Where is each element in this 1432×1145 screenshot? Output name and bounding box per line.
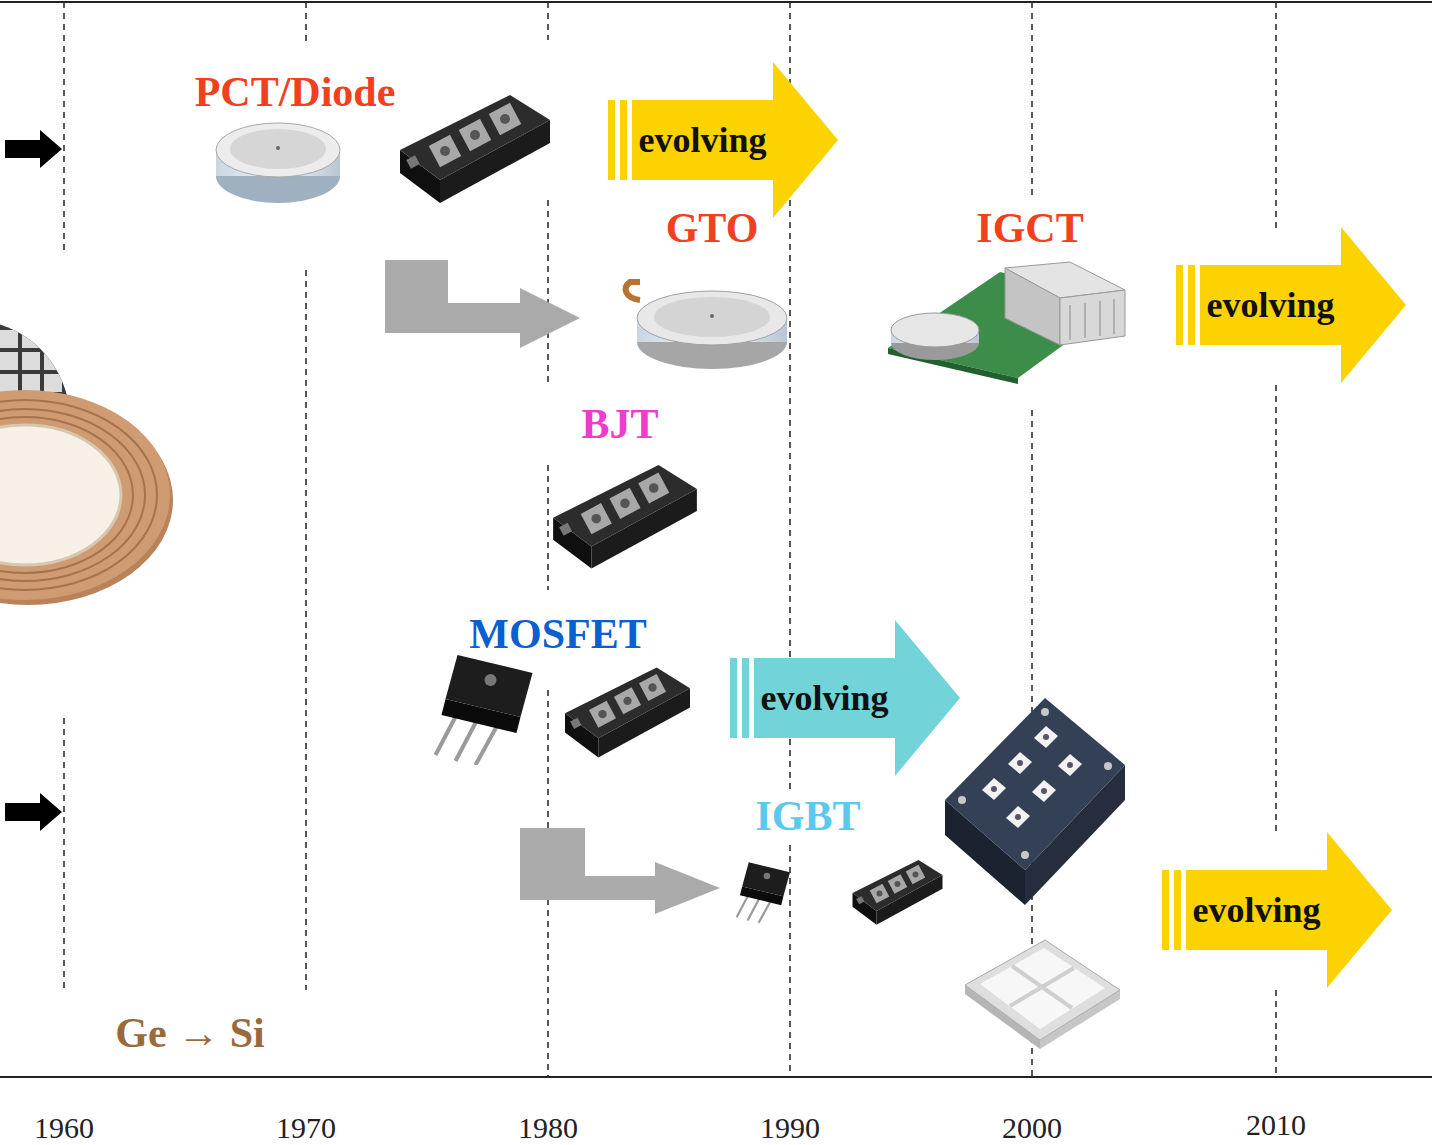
wafer-illustration <box>0 320 173 605</box>
evolving-arrow: evolving <box>1176 227 1406 383</box>
year-label: 1990 <box>760 1113 820 1143</box>
top-rule <box>0 1 1432 3</box>
power-module <box>400 95 550 203</box>
year-label: 2000 <box>1002 1113 1062 1143</box>
igct-unit <box>888 262 1125 384</box>
arrow-body <box>1186 832 1392 988</box>
derivation-arrow <box>520 828 720 914</box>
device-name: PCT/Diode <box>195 71 396 113</box>
device-name: BJT <box>581 403 658 445</box>
black-arrow <box>5 793 62 831</box>
evolving-arrow: evolving <box>1162 832 1392 988</box>
device-name: GTO <box>666 207 759 249</box>
material-note: Ge → Si <box>115 1012 264 1054</box>
gto-disc <box>626 282 787 369</box>
power-module <box>853 860 943 925</box>
arrow-stripe <box>1174 870 1181 950</box>
bottom-rule <box>0 1076 1432 1078</box>
arrow-label: evolving <box>638 122 766 158</box>
arrow-stripe <box>742 658 749 738</box>
device-name: IGCT <box>976 207 1083 249</box>
arrow-body <box>632 62 838 218</box>
arrow-stripe <box>1188 265 1195 345</box>
evolving-arrow: evolving <box>608 62 838 218</box>
arrow-stripe <box>620 100 627 180</box>
year-label: 1960 <box>34 1113 94 1143</box>
power-module <box>553 465 697 569</box>
black-arrow <box>5 130 62 168</box>
arrow-label: evolving <box>760 680 888 716</box>
device-name: MOSFET <box>469 613 646 655</box>
arrow-label: evolving <box>1206 287 1334 323</box>
arrow-stripe <box>1176 265 1183 345</box>
evolving-arrow: evolving <box>730 620 960 776</box>
arrow-stripe <box>608 100 615 180</box>
arrow-body <box>1200 227 1406 383</box>
press-pack-igbt <box>965 940 1120 1049</box>
discrete-package <box>436 655 533 765</box>
year-label: 1970 <box>276 1113 336 1143</box>
year-label: 2010 <box>1246 1110 1306 1140</box>
decade-gridlines <box>64 2 1276 1077</box>
arrow-label: evolving <box>1192 892 1320 928</box>
arrow-stripe <box>1162 870 1169 950</box>
discrete-package <box>737 862 790 923</box>
arrow-body <box>754 620 960 776</box>
arrow-stripe <box>730 658 737 738</box>
press-pack-disc <box>216 123 340 203</box>
power-module <box>565 668 690 758</box>
igbt-module-large <box>945 698 1125 905</box>
device-name: IGBT <box>755 795 860 837</box>
derivation-arrow <box>385 260 580 348</box>
year-label: 1980 <box>518 1113 578 1143</box>
